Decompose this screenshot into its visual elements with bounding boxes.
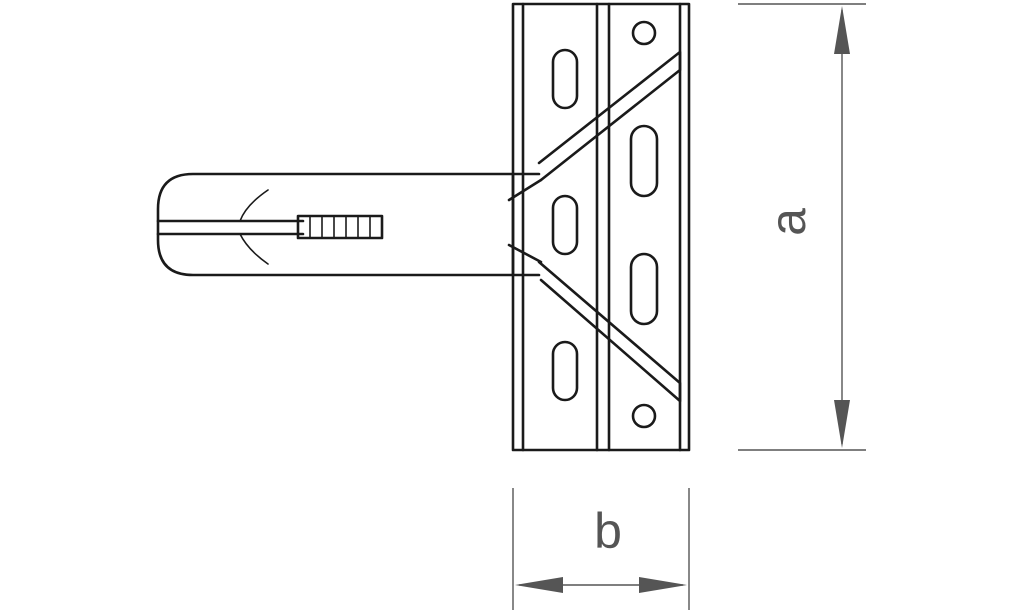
threaded-insert xyxy=(296,214,384,240)
arrow-head-right xyxy=(639,577,687,593)
round-hole xyxy=(631,20,657,46)
mounting-plate xyxy=(511,2,691,452)
slot-hole xyxy=(629,124,659,198)
cantilever-arm xyxy=(156,172,541,277)
strut-joint-lower xyxy=(507,243,543,264)
dimension-b: b xyxy=(512,488,690,610)
dimension-a: a xyxy=(738,3,866,451)
slot-hole xyxy=(551,194,579,256)
arrow-head-up xyxy=(834,6,850,54)
insert-body xyxy=(296,214,384,240)
plate-outline xyxy=(511,2,691,452)
arm-curve-mark-top xyxy=(239,189,269,222)
strut-joint-upper xyxy=(507,178,543,202)
upper-strut xyxy=(537,50,682,182)
round-hole xyxy=(631,403,657,429)
lower-strut xyxy=(537,260,682,403)
arm-curve-mark-bottom xyxy=(239,233,269,265)
dimension-label-a: a xyxy=(760,208,816,236)
arrow-head-left xyxy=(515,577,563,593)
arrow-head-down xyxy=(834,400,850,448)
right-slots xyxy=(629,20,659,429)
slot-hole xyxy=(629,252,659,326)
slot-hole xyxy=(551,340,579,402)
gusset-struts xyxy=(507,50,682,403)
dimension-label-b: b xyxy=(594,503,622,559)
slot-hole xyxy=(551,48,579,110)
arm-outline xyxy=(156,172,541,277)
left-slots xyxy=(551,48,579,402)
